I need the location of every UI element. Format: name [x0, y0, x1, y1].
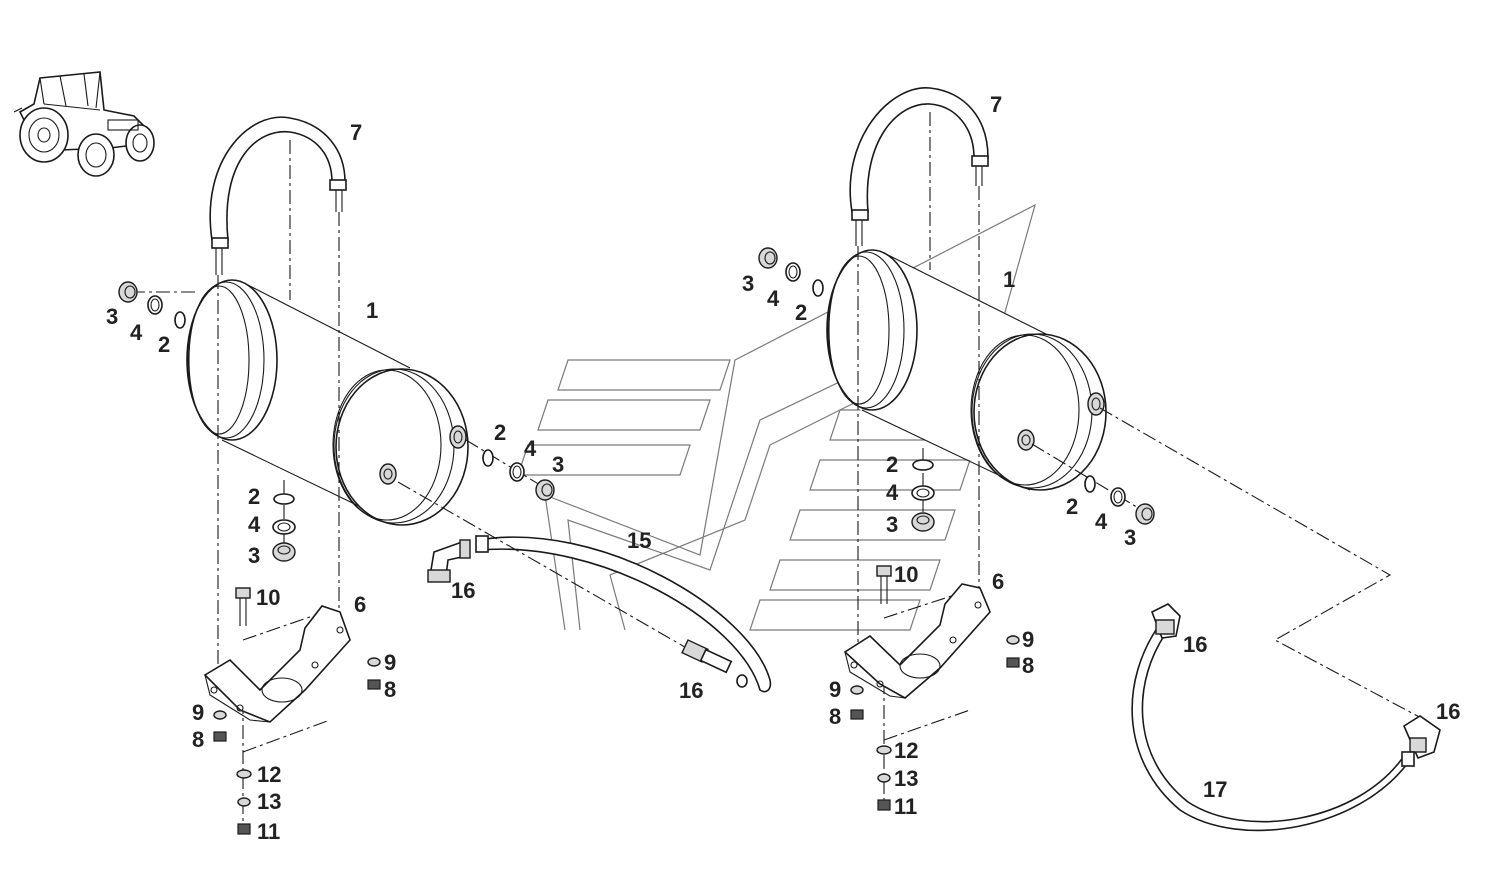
- right-fasteners-bottom: [876, 745, 892, 811]
- left-fasteners-right: [367, 657, 381, 690]
- callout-right-8a: 8: [1022, 653, 1034, 678]
- left-fasteners-bottom: [236, 769, 252, 835]
- callout-right-1: 1: [1003, 267, 1015, 292]
- callout-right-8b: 8: [829, 704, 841, 729]
- left-strap: [209, 116, 347, 275]
- left-mounting-bracket: [203, 605, 351, 723]
- left-tank-end-fittings: [118, 281, 186, 329]
- right-tank-assembly: [758, 87, 1426, 811]
- callout-left-3b: 3: [552, 452, 564, 477]
- callout-left-9b: 9: [192, 700, 204, 725]
- left-fasteners-left: [213, 710, 227, 742]
- callout-right-6: 6: [992, 569, 1004, 594]
- right-bolt: [876, 565, 892, 604]
- callout-right-11: 11: [894, 794, 917, 819]
- callout-left-4a: 4: [130, 320, 143, 345]
- hose-15-elbow-fitting: [427, 539, 471, 583]
- callout-right-3a: 3: [742, 271, 754, 296]
- callout-left-12: 12: [257, 762, 281, 787]
- callout-left-6: 6: [354, 592, 366, 617]
- callout-right-4b: 4: [886, 480, 899, 505]
- left-tank-side-fittings: [482, 449, 555, 501]
- callout-left-3a: 3: [106, 304, 118, 329]
- hose-15: [397, 481, 772, 693]
- right-air-tank: [826, 249, 1107, 491]
- hose-17: [1131, 603, 1441, 832]
- callout-left-2c: 2: [248, 484, 260, 509]
- callout-right-3c: 3: [1124, 525, 1136, 550]
- callout-right-12: 12: [894, 738, 918, 763]
- callout-right-13: 13: [894, 766, 918, 791]
- right-tank-drain-fittings: [911, 459, 935, 532]
- callout-left-2b: 2: [494, 420, 506, 445]
- left-air-tank: [186, 279, 469, 526]
- right-strap: [849, 87, 989, 246]
- callout-right-3b: 3: [886, 512, 898, 537]
- right-tank-end-fittings: [758, 247, 824, 297]
- right-mounting-bracket: [843, 583, 991, 699]
- callout-left-3c: 3: [248, 543, 260, 568]
- callout-hose-17-16a: 16: [1183, 632, 1207, 657]
- hose-17-lower-fitting: [1401, 715, 1441, 767]
- callout-left-13: 13: [257, 789, 281, 814]
- right-tank-side-fittings: [1084, 475, 1155, 525]
- right-fasteners-right: [1006, 635, 1020, 668]
- left-tank-drain-fittings: [272, 493, 296, 562]
- callout-hose-17-16b: 16: [1436, 699, 1460, 724]
- left-tank-assembly: [118, 116, 555, 835]
- callout-labels: 1 7 3 4 2 2 4 3 2 4 3 10 6 9 8 9 8 12 13…: [106, 92, 1460, 844]
- callout-right-2b: 2: [886, 452, 898, 477]
- callout-left-11: 11: [257, 819, 280, 844]
- hose-15-straight-fitting: [681, 639, 748, 688]
- callout-hose-15-16b: 16: [679, 678, 703, 703]
- callout-left-1: 1: [366, 298, 378, 323]
- callout-left-8b: 8: [192, 727, 204, 752]
- callout-left-8a: 8: [384, 677, 396, 702]
- callout-right-4c: 4: [1095, 509, 1108, 534]
- callout-right-4a: 4: [767, 286, 780, 311]
- callout-right-9a: 9: [1022, 627, 1034, 652]
- callout-left-2a: 2: [158, 332, 170, 357]
- callout-hose-15: 15: [627, 528, 651, 553]
- left-bolt: [235, 587, 251, 626]
- tractor-icon: [13, 71, 155, 177]
- callout-hose-15-16a: 16: [451, 578, 475, 603]
- callout-left-4c: 4: [248, 512, 261, 537]
- callout-right-2c: 2: [1066, 494, 1078, 519]
- callout-right-2a: 2: [795, 300, 807, 325]
- callout-left-7: 7: [350, 120, 362, 145]
- callout-left-10: 10: [256, 585, 280, 610]
- callout-left-4b: 4: [524, 436, 537, 461]
- right-fasteners-left: [850, 685, 864, 720]
- callout-right-10: 10: [894, 562, 918, 587]
- callout-hose-17: 17: [1203, 777, 1227, 802]
- callout-left-9a: 9: [384, 650, 396, 675]
- callout-right-9b: 9: [829, 677, 841, 702]
- hose-17-upper-fitting: [1150, 603, 1181, 639]
- callout-right-7: 7: [990, 92, 1002, 117]
